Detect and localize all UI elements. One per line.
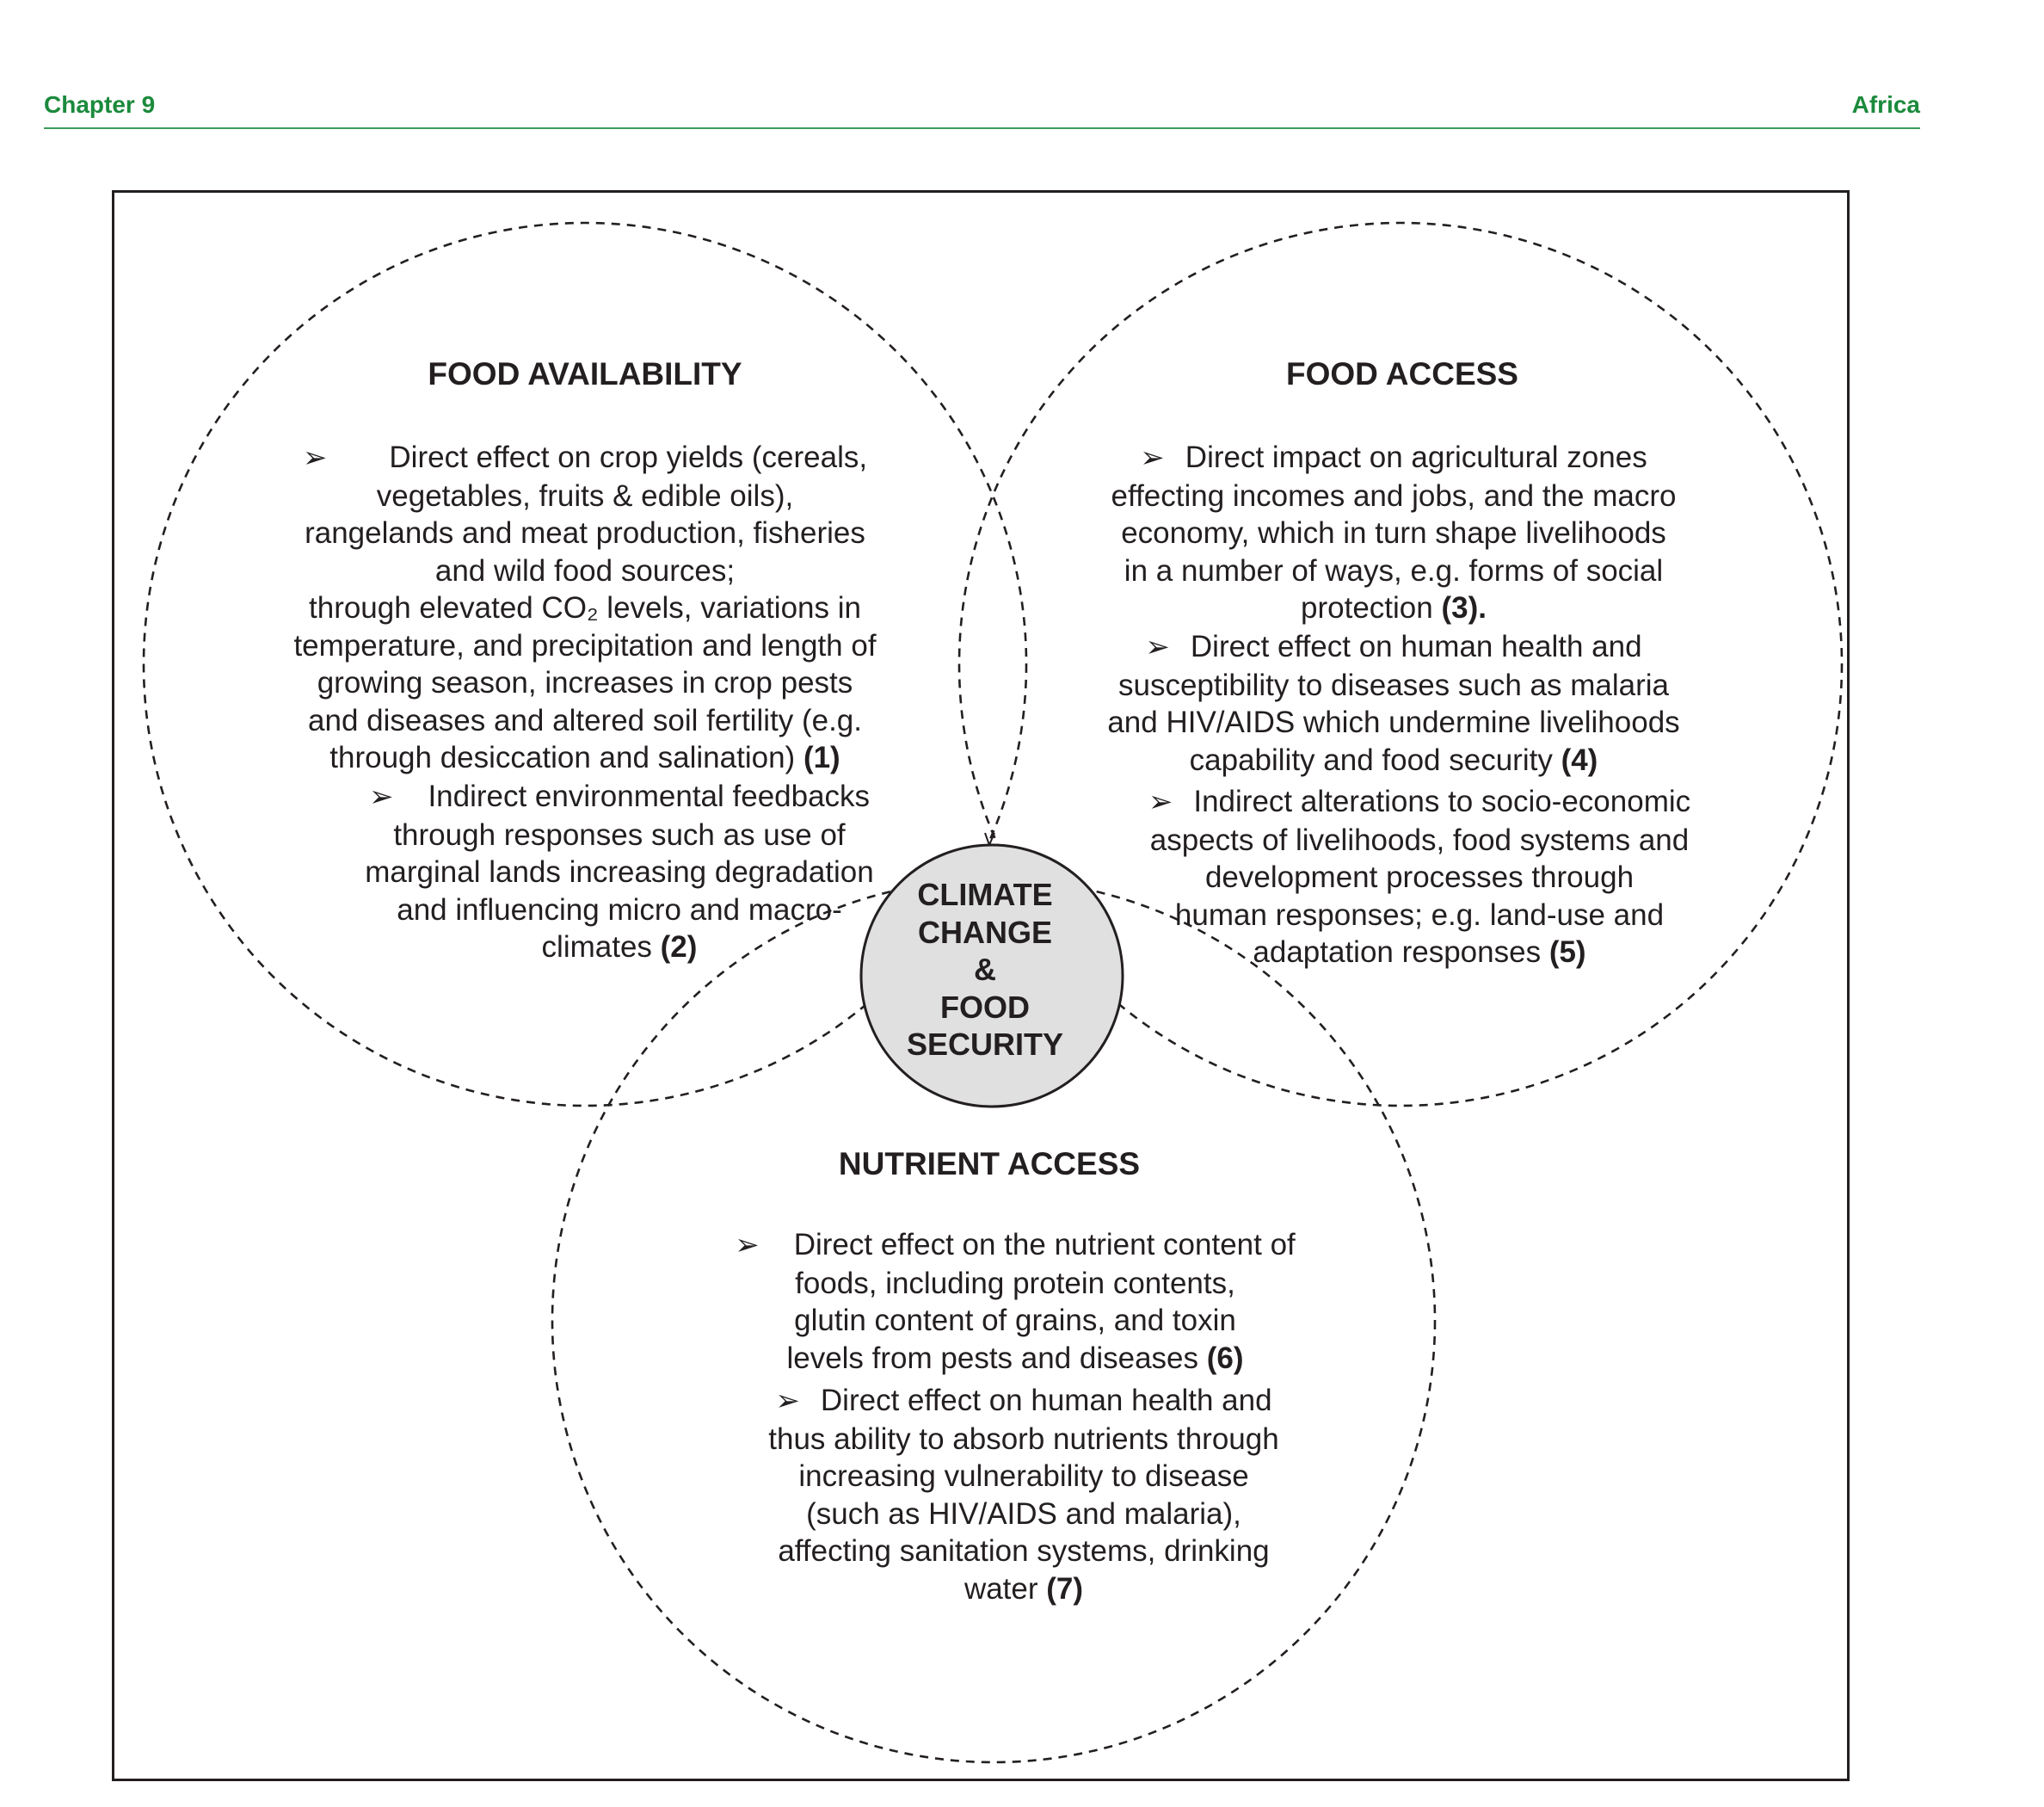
item-line: and HIV/AIDS which undermine livelihoods (1107, 706, 1680, 739)
center-circle (859, 843, 1124, 1108)
item-line: temperature, and precipitation and lengt… (293, 628, 877, 663)
item-line: glutin content of grains, and toxin (794, 1304, 1236, 1337)
item-line: and diseases and altered soil fertility … (308, 703, 862, 737)
item-line: thus ability to absorb nutrients through (768, 1422, 1279, 1456)
item-line: increasing vulnerability to disease (798, 1459, 1249, 1493)
item-line: through responses such as use of (393, 817, 846, 852)
item-line: climates (541, 930, 652, 964)
item-line: marginal lands increasing degradation (365, 855, 874, 889)
item-line: water (964, 1571, 1038, 1606)
item-line: and influencing micro and macro- (397, 892, 842, 927)
item-line: in a number of ways, e.g. forms of socia… (1124, 553, 1664, 588)
item-line: Direct impact on agricultural zones (1185, 441, 1647, 474)
title-nutrient-access: NUTRIENT ACCESS (838, 1146, 1141, 1181)
figure-frame (112, 190, 1850, 1781)
item-food-access-2: ➢ Direct effect on human health and susce… (1050, 628, 1738, 779)
item-line: Direct effect on the nutrient content of (793, 1228, 1296, 1261)
item-food-access-3: ➢Indirect alterations to socio-economic … (1075, 783, 1764, 971)
reference-number: (1) (803, 741, 840, 774)
item-line: development processes through (1204, 860, 1635, 894)
item-line: and wild food sources; (434, 553, 736, 588)
item-line: vegetables, fruits & edible oils), (376, 478, 794, 513)
item-line: adaptation responses (1253, 935, 1542, 969)
item-line: affecting sanitation systems, drinking (778, 1534, 1270, 1568)
item-line: foods, including protein contents, (795, 1266, 1235, 1300)
reference-number: (7) (1046, 1571, 1084, 1606)
bullet-arrow-icon: ➢ (1145, 631, 1170, 663)
center-label: CLIMATE CHANGE & FOOD SECURITY (860, 876, 1110, 1064)
item-line: economy, which in turn shape livelihoods (1121, 516, 1666, 550)
chapter-label: Chapter 9 (44, 91, 156, 118)
reference-number: (6) (1206, 1341, 1244, 1375)
title-food-availability: FOOD AVAILABILITY (428, 356, 742, 392)
bullet-arrow-icon: ➢ (368, 780, 394, 813)
item-line: Direct effect on crop yields (cereals, (389, 441, 868, 474)
bullet-arrow-icon: ➢ (735, 1229, 760, 1261)
bullet-arrow-icon: ➢ (1140, 441, 1165, 474)
item-line: Direct effect on human health and (820, 1384, 1272, 1417)
item-nutrient-access-2: ➢ Direct effect on human health and thus … (680, 1382, 1368, 1607)
item-food-access-1: ➢ Direct impact on agricultural zones eff… (1050, 439, 1738, 627)
bullet-arrow-icon: ➢ (775, 1385, 800, 1417)
item-line: protection (1301, 591, 1433, 625)
reference-number: (2) (660, 930, 698, 964)
item-nutrient-access-1: ➢ Direct effect on the nutrient content o… (671, 1226, 1359, 1377)
item-line: aspects of livelihoods, food systems and (1149, 823, 1690, 857)
title-food-access: FOOD ACCESS (1286, 356, 1518, 392)
reference-number: (5) (1548, 935, 1586, 969)
item-line: (such as HIV/AIDS and malaria), (806, 1496, 1241, 1531)
header-rule (44, 127, 1920, 129)
center-line: FOOD (940, 989, 1030, 1025)
center-line: CLIMATE (917, 877, 1053, 912)
connector-arrow-head (984, 832, 995, 848)
section-label: Africa (1851, 91, 1920, 118)
item-line: Indirect environmental feedbacks (428, 780, 871, 813)
bullet-arrow-icon: ➢ (302, 441, 328, 474)
item-line: Direct effect on human health and (1190, 630, 1642, 663)
center-line: SECURITY (906, 1027, 1064, 1062)
item-line: through desiccation and salination) (329, 741, 796, 774)
center-line: CHANGE (917, 914, 1052, 950)
item-line: growing season, increases in crop pests (317, 666, 853, 700)
item-line: human responses; e.g. land-use and (1174, 897, 1665, 932)
item-line: effecting incomes and jobs, and the macr… (1111, 478, 1677, 513)
item-line: capability and food security (1189, 743, 1553, 777)
reference-number: (3). (1441, 591, 1487, 625)
item-food-availability-2: ➢ Indirect environmental feedbacks throug… (292, 778, 946, 966)
circle-food-access (957, 221, 1844, 1107)
reference-number: (4) (1561, 743, 1598, 777)
item-line: through elevated CO₂ levels, variations … (309, 591, 861, 625)
center-line: & (974, 952, 996, 987)
bullet-arrow-icon: ➢ (1148, 786, 1173, 818)
item-food-availability-1: ➢Direct effect on crop yields (cereals, … (215, 439, 955, 777)
item-line: levels from pests and diseases (786, 1341, 1199, 1375)
item-line: susceptibility to diseases such as malar… (1117, 668, 1669, 702)
item-line: rangelands and meat production, fisherie… (305, 516, 865, 550)
circle-food-availability (142, 221, 1028, 1107)
item-line: Indirect alterations to socio-economic (1193, 785, 1691, 818)
